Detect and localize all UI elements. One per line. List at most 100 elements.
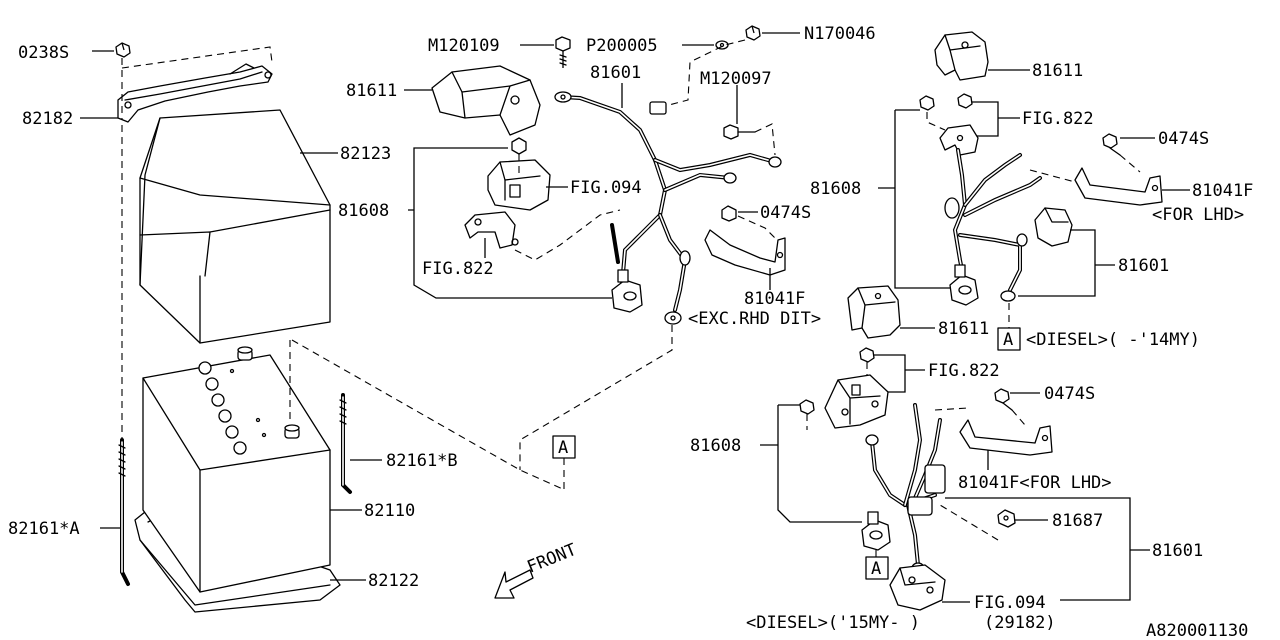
terminal-cover-icon	[934, 31, 989, 81]
dashed-ref-line	[291, 339, 566, 491]
label-diesel-14: <DIESEL>( -'14MY)	[1026, 330, 1200, 350]
label-81611-a: 81611	[346, 81, 397, 101]
cable-harness-icon	[554, 91, 782, 325]
dashed-0474s-b	[1119, 154, 1141, 173]
hold-down-bracket-icon	[939, 124, 979, 156]
label-81601-b: 81601	[1118, 256, 1169, 276]
cable-harness-icon	[944, 148, 1073, 302]
nut-icon	[997, 509, 1016, 528]
dashed-washer-line	[649, 39, 746, 111]
dashed-0474s-a	[737, 215, 776, 239]
label-81601-a: 81601	[590, 63, 641, 83]
label-81611-c: 81611	[938, 319, 989, 339]
bracket-81601-b	[1018, 229, 1115, 297]
label-fig094-c: FIG.094	[974, 593, 1046, 613]
ref-a-box-3	[865, 556, 889, 580]
dashed-m120097	[754, 123, 776, 156]
terminal-cover-icon	[847, 285, 901, 339]
fuse-box-icon	[889, 564, 946, 611]
dashed-81041f-b	[1029, 169, 1076, 183]
nut-icon	[957, 93, 973, 109]
label-fig822-b: FIG.822	[1022, 109, 1094, 129]
nut-icon	[745, 25, 761, 41]
label-82122: 82122	[368, 571, 419, 591]
nut-icon	[799, 399, 815, 415]
label-fig822-a: FIG.822	[422, 259, 494, 279]
label-82123: 82123	[340, 144, 391, 164]
label-81608-b: 81608	[810, 179, 861, 199]
label-for-lhd-b: <FOR LHD>	[1152, 205, 1244, 225]
label-fig822-c: FIG.822	[928, 361, 1000, 381]
label-82110: 82110	[364, 501, 415, 521]
label-81608-a: 81608	[338, 201, 389, 221]
hold-down-rod-icon	[339, 393, 352, 494]
battery-icon	[142, 346, 331, 593]
nut-icon	[115, 42, 131, 58]
label-82161b: 82161*B	[386, 451, 458, 471]
bracket-81608-a	[408, 147, 612, 299]
bolt-icon	[555, 36, 571, 68]
label-0238s: 0238S	[18, 43, 69, 63]
terminal-clamp-icon	[949, 264, 979, 306]
label-81041f-a: 81041F	[744, 289, 805, 309]
dashed-fig822-a	[514, 209, 621, 261]
drawing-number: A820001130	[1146, 621, 1248, 640]
hold-down-rod-icon	[118, 438, 130, 586]
label-81601-c: 81601	[1152, 541, 1203, 561]
label-p200005: P200005	[586, 36, 658, 56]
washer-icon	[715, 40, 729, 50]
bracket-81608-c	[760, 404, 862, 523]
label-n170046: N170046	[804, 24, 876, 44]
label-82182: 82182	[22, 109, 73, 129]
dashed-nut-b	[926, 112, 946, 131]
hold-down-bracket-icon	[464, 211, 519, 249]
cable-bracket-icon	[704, 205, 786, 276]
terminal-cover-icon	[431, 65, 541, 136]
nut-icon	[859, 347, 875, 363]
label-front: FRONT	[524, 540, 579, 578]
label-82161a: 82161*A	[8, 519, 80, 539]
label-0474s-a: 0474S	[760, 203, 811, 223]
label-81687: 81687	[1052, 511, 1103, 531]
label-diesel-15: <DIESEL>('15MY- )	[746, 613, 920, 633]
label-ref-a-3: A	[871, 559, 881, 579]
label-81608-c: 81608	[690, 436, 741, 456]
bolt-icon	[723, 124, 756, 140]
dashed-0474s-c	[1011, 409, 1026, 426]
dashed-81041f-c	[934, 407, 969, 411]
label-m120109: M120109	[428, 36, 500, 56]
label-81611-b: 81611	[1032, 61, 1083, 81]
label-fig094-a: FIG.094	[570, 178, 642, 198]
terminal-clamp-icon	[861, 511, 891, 551]
label-81041f-b: 81041F	[1192, 181, 1253, 201]
dashed-exc-rhd	[519, 325, 673, 470]
label-81041f-c: 81041F<FOR LHD>	[958, 473, 1112, 493]
label-m120097: M120097	[700, 69, 772, 89]
label-exc-rhd: <EXC.RHD DIT>	[688, 309, 821, 329]
label-ref-a-2: A	[1003, 330, 1013, 350]
front-arrow-icon	[494, 569, 534, 599]
label-29182: (29182)	[984, 613, 1056, 633]
label-0474s-b: 0474S	[1158, 129, 1209, 149]
label-ref-a-1: A	[558, 438, 568, 458]
hold-down-bracket-icon	[824, 374, 889, 429]
cable-bracket-icon	[1074, 167, 1163, 206]
bracket-fig822-b	[972, 101, 1020, 137]
nut-icon	[919, 95, 935, 111]
bracket-81608-b	[878, 109, 950, 289]
label-0474s-c: 0474S	[1044, 384, 1095, 404]
bolt-icon	[994, 388, 1013, 411]
cable-harness-icon	[865, 403, 946, 574]
ref-a-box-2	[997, 327, 1021, 351]
battery-case-icon	[139, 109, 331, 344]
dashed-81687	[939, 504, 999, 541]
bolt-icon	[1102, 133, 1121, 156]
terminal-clamp-icon	[611, 269, 643, 313]
dashed-bracket-outline	[121, 46, 273, 69]
bracket-81601-c	[945, 497, 1150, 601]
fuse-box-icon	[487, 137, 551, 211]
hold-down-bracket-icon	[117, 63, 273, 123]
cable-bracket-icon	[959, 419, 1053, 456]
